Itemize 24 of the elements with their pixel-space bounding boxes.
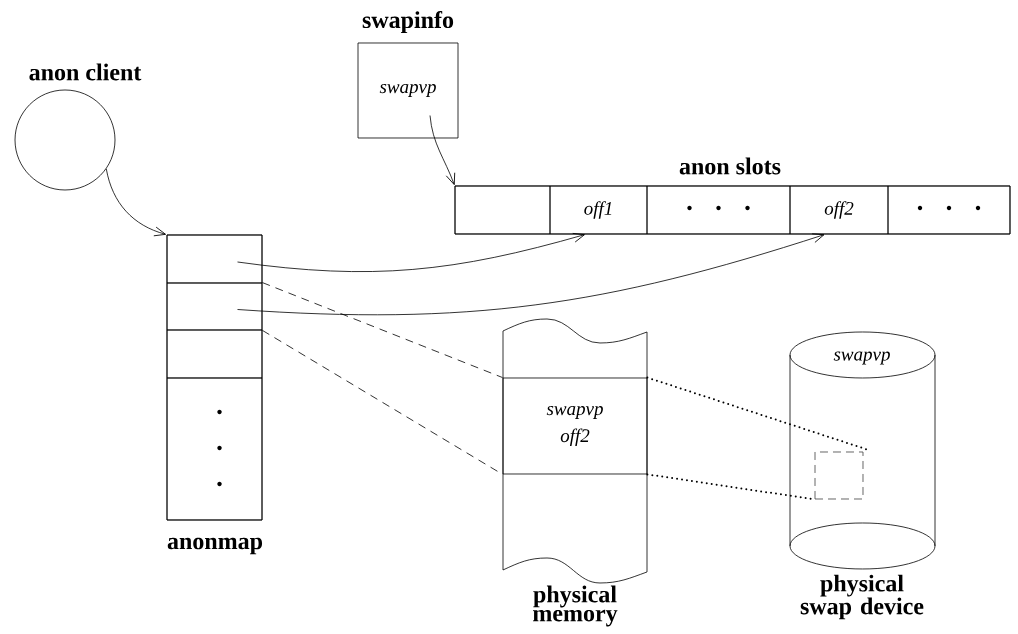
map-cell [166,234,263,284]
map-cell [166,329,263,379]
heading-label: physical swap device [800,574,924,620]
ellipsis-cell [646,185,791,235]
arrow [237,233,585,272]
slot-cell [454,185,551,235]
arrow [237,233,825,316]
heading-label: physical memory [533,585,618,627]
struct-box: swapvp [357,42,459,139]
heading-label: anonmap [167,537,263,555]
dashed-line [262,282,503,378]
slot-cell: off2 [789,185,889,235]
ellipsis-cell [166,377,263,521]
heading-label: swapinfo [362,11,454,33]
dashed-square [814,451,864,500]
heading-label: anon client [29,63,142,81]
dashed-line [262,330,503,475]
map-cell [166,282,263,331]
heading-label: anon slots [679,157,781,175]
ellipsis-cell [887,185,1011,235]
dotted-line [646,376,869,451]
slot-cell: off1 [549,185,648,235]
arrow [105,168,166,237]
arrow [429,115,456,185]
